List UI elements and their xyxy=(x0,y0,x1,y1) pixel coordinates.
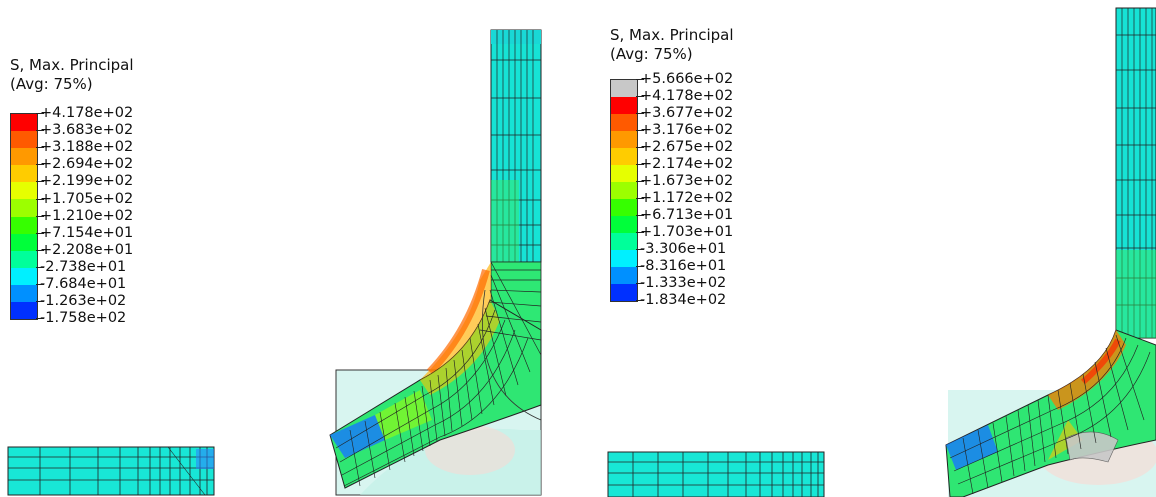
legend-label: +3.176e+02 xyxy=(640,122,734,138)
legend-swatch xyxy=(611,114,637,131)
legend-label: +1.703e+01 xyxy=(640,224,734,240)
legend-swatch xyxy=(11,131,37,149)
left-main-part xyxy=(329,29,542,496)
legend-swatch xyxy=(611,165,637,182)
legend-swatch xyxy=(11,165,37,183)
legend-color-bar xyxy=(610,79,638,302)
legend-tick xyxy=(636,249,644,250)
legend-label: +3.188e+02 xyxy=(40,139,134,156)
legend-tick xyxy=(36,130,44,132)
legend-tick xyxy=(36,318,44,320)
legend-label: +3.683e+02 xyxy=(40,122,134,139)
legend-tick xyxy=(36,232,44,234)
legend-tick xyxy=(36,164,44,166)
legend-label: +7.154e+01 xyxy=(40,224,134,241)
legend-tick xyxy=(36,215,44,217)
legend-tick xyxy=(636,147,644,148)
right-stress-legend: S, Max. Principal (Avg: 75%) +5.666e+02+… xyxy=(610,26,734,307)
legend-label: +1.210e+02 xyxy=(40,207,134,224)
legend-tick xyxy=(36,266,44,268)
legend-label: +2.208e+01 xyxy=(40,241,134,258)
legend-tick xyxy=(36,113,44,114)
legend-swatch xyxy=(11,302,37,320)
legend-tick xyxy=(636,300,644,301)
legend-label: +2.199e+02 xyxy=(40,173,134,190)
legend-swatch xyxy=(11,182,37,200)
legend-label: -2.738e+01 xyxy=(40,258,127,275)
legend-swatch xyxy=(11,250,37,268)
legend-label: +2.675e+02 xyxy=(640,139,734,155)
legend-color-bar xyxy=(10,113,38,321)
legend-label: -7.684e+01 xyxy=(40,276,127,292)
legend-label: +1.705e+02 xyxy=(40,190,134,207)
legend-swatch xyxy=(611,216,637,233)
legend-tick xyxy=(636,283,644,284)
legend-tick xyxy=(636,232,644,233)
legend-swatch xyxy=(611,267,637,284)
legend-swatch xyxy=(611,131,637,148)
left-stress-legend: S, Max. Principal (Avg: 75%) +4.178e+02+… xyxy=(10,56,134,325)
legend-swatch xyxy=(611,250,637,267)
legend-tick xyxy=(36,284,44,285)
left-fem-mesh xyxy=(7,29,542,496)
legend-swatch xyxy=(11,216,37,234)
legend-tick xyxy=(636,96,644,97)
legend-label: -1.263e+02 xyxy=(40,293,127,310)
legend-tick xyxy=(636,266,644,267)
legend-label: -8.316e+01 xyxy=(640,258,727,274)
legend-swatch xyxy=(611,199,637,216)
legend-label: +2.694e+02 xyxy=(40,156,134,173)
legend-tick xyxy=(636,215,644,216)
legend-label: +4.178e+02 xyxy=(40,105,134,121)
legend-tick xyxy=(36,198,44,200)
legend-label: +3.677e+02 xyxy=(640,105,734,121)
right-main-part xyxy=(945,7,1156,497)
legend-swatch xyxy=(611,233,637,250)
legend-swatch xyxy=(11,114,37,132)
legend-label: -3.306e+01 xyxy=(640,241,727,257)
legend-tick xyxy=(636,113,644,114)
legend-label: +1.673e+02 xyxy=(640,173,734,189)
legend-swatch xyxy=(611,80,637,97)
legend-swatch xyxy=(611,182,637,199)
legend-title: S, Max. Principal xyxy=(610,26,734,44)
legend-swatch xyxy=(11,148,37,166)
legend-label: +4.178e+02 xyxy=(640,88,734,104)
legend-swatch xyxy=(611,97,637,114)
legend-subtitle: (Avg: 75%) xyxy=(10,75,93,93)
legend-swatch xyxy=(11,233,37,251)
left-panel: S, Max. Principal (Avg: 75%) +4.178e+02+… xyxy=(7,29,542,496)
legend-swatch xyxy=(611,284,637,301)
legend-label: +1.172e+02 xyxy=(640,190,734,206)
legend-swatch xyxy=(11,284,37,303)
legend-tick xyxy=(36,301,44,303)
legend-label: +2.174e+02 xyxy=(640,156,734,172)
legend-tick xyxy=(636,130,644,131)
legend-label: -1.333e+02 xyxy=(640,275,727,291)
left-block-part xyxy=(7,446,215,496)
legend-swatch xyxy=(11,267,37,285)
legend-tick xyxy=(636,198,644,199)
legend-swatch xyxy=(11,199,37,217)
right-fem-mesh xyxy=(607,7,1156,497)
legend-tick xyxy=(636,79,644,80)
legend-tick xyxy=(36,249,44,251)
legend-tick xyxy=(636,181,644,182)
legend-swatch xyxy=(611,148,637,165)
legend-label: -1.758e+02 xyxy=(40,310,127,327)
right-panel: S, Max. Principal (Avg: 75%) +5.666e+02+… xyxy=(578,0,1156,497)
legend-tick xyxy=(36,147,44,149)
right-block-part xyxy=(607,451,825,497)
legend-label: +5.666e+02 xyxy=(640,71,734,87)
legend-subtitle: (Avg: 75%) xyxy=(610,45,693,63)
legend-label: +6.713e+01 xyxy=(640,207,734,223)
legend-title: S, Max. Principal xyxy=(10,56,134,74)
legend-tick xyxy=(36,181,44,183)
legend-tick xyxy=(636,164,644,165)
legend-label: -1.834e+02 xyxy=(640,292,727,308)
